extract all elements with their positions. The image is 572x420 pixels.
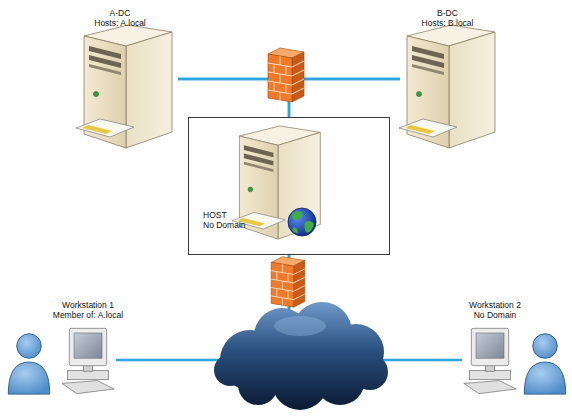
- device-node: A-DCHosts: A.local: [62, 6, 178, 152]
- network-link: [178, 78, 400, 81]
- cloud-puff: [214, 354, 246, 386]
- node-name: B-DC: [437, 8, 458, 18]
- user-icon: [8, 334, 49, 394]
- network-link: [289, 255, 462, 360]
- device-node: Workstation 1Member of: A.local: [60, 298, 116, 420]
- globe-icon: [288, 208, 316, 236]
- globe-land: [292, 211, 314, 233]
- cloud-puff: [292, 302, 352, 362]
- network-link: [178, 79, 289, 117]
- globe: [288, 208, 316, 236]
- firewall-icon: [271, 257, 305, 307]
- node-name: HOST: [203, 210, 227, 220]
- cloud-puff: [272, 354, 328, 410]
- cloud-puff: [315, 355, 365, 405]
- device-node: Workstation 2No Domain: [462, 298, 528, 420]
- server-icon: [76, 25, 172, 148]
- workstation-icon: [464, 328, 516, 393]
- node-name: A-DC: [110, 8, 131, 18]
- node-detail: Hosts: A.local: [94, 18, 146, 28]
- internet-cloud: [214, 302, 388, 410]
- node-detail: No Domain: [203, 220, 246, 230]
- cloud-puff: [328, 324, 384, 380]
- node-detail: Hosts: B.local: [422, 18, 474, 28]
- server-icon: [399, 25, 495, 148]
- network-link: [116, 255, 289, 360]
- cloud-puff: [352, 354, 388, 390]
- node-name: Workstation 2: [469, 300, 521, 310]
- firewall-icon: [268, 48, 304, 102]
- workstation-icon: [62, 328, 114, 393]
- node-detail: Member of: A.local: [53, 310, 123, 320]
- cloud-highlight: [274, 316, 326, 336]
- node-name: Workstation 1: [62, 300, 114, 310]
- network-link: [289, 79, 400, 117]
- user-icon: [524, 334, 565, 394]
- cloud-puff: [254, 308, 310, 364]
- cloud-puff: [238, 365, 278, 405]
- host-box: HOSTNo Domain: [188, 117, 390, 255]
- cloud-puff: [266, 324, 334, 392]
- cloud-puff: [220, 330, 280, 390]
- device-node: B-DCHosts: B.local: [400, 6, 495, 152]
- node-detail: No Domain: [474, 310, 517, 320]
